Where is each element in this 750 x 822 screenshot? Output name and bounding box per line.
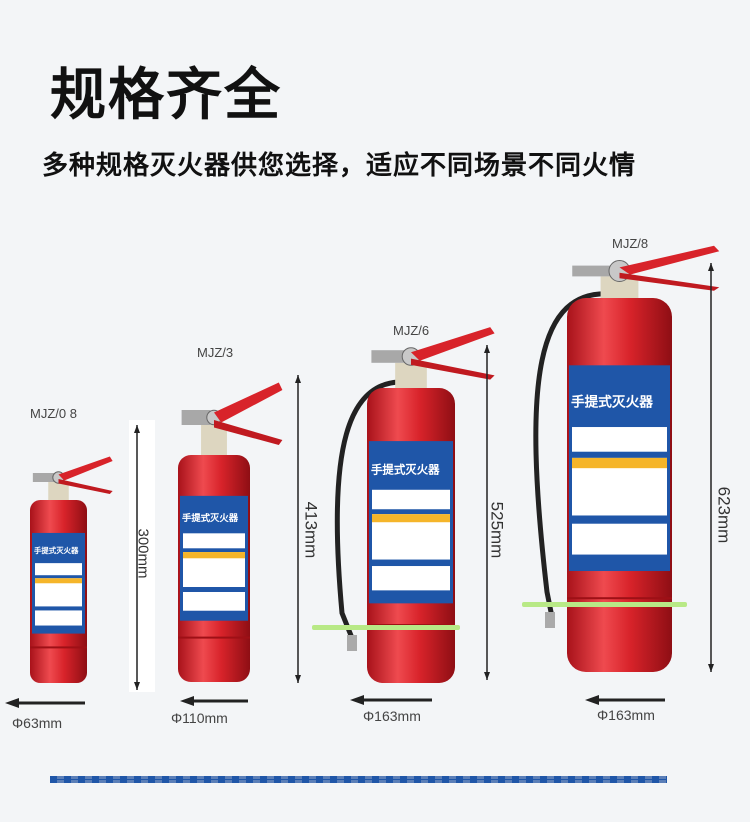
handle-grip-1 [58,479,113,494]
arrow-down-icon [484,672,490,680]
label-title-1: 手提式灭火器 [34,545,79,555]
handle-lever-2 [214,382,283,423]
dashed-divider [50,776,667,783]
neck-2 [201,425,227,459]
arrow-up-icon [134,425,140,433]
hose-4 [533,291,613,618]
label-info-2 [183,533,245,549]
hose-3 [334,379,408,639]
arrow-up-icon [708,263,714,271]
model-label-3: MJZ/6 [393,323,430,338]
handle-lever-4 [619,245,720,275]
neck-1 [48,482,69,504]
arrow-left-icon [350,695,364,705]
nozzle-3 [347,635,357,651]
model-label-4: MJZ/8 [612,236,649,251]
handle-lever-3 [411,327,495,361]
arrow-down-icon [708,664,714,672]
label-usage-header-2 [183,552,245,559]
label-title-2: 手提式灭火器 [182,512,239,524]
diameter-label-4: Φ163mm [597,707,655,723]
base-ring-2 [178,636,250,639]
label-usage-header-3 [372,514,450,523]
diameter-label-1: Φ63mm [12,715,63,731]
neck-3 [395,362,427,392]
model-label-2: MJZ/3 [197,345,234,360]
height-label-2: 413mm [301,501,321,559]
model-label-1: MJZ/0 8 [30,406,77,421]
arrow-left-icon [585,695,599,705]
label-info-4 [572,427,667,452]
height-label-4: 623mm [714,486,734,544]
label-usage-header-1 [35,578,82,584]
label-warning-4 [572,523,667,555]
height-label-3: 525mm [487,501,507,559]
valve-3 [371,350,407,363]
page-title: 规格齐全 [50,63,282,128]
valve-2 [181,410,211,425]
strap-3 [312,625,460,630]
height-label-1: 300mm [134,528,152,579]
arrow-up-icon [484,345,490,353]
nozzle-4 [545,612,555,628]
handle-grip-3 [411,358,495,380]
diameter-label-3: Φ163mm [363,708,421,724]
page-subtitle: 多种规格灭火器供您选择，适应不同场景不同火情 [42,151,637,181]
label-warning-3 [372,566,450,591]
base-ring-4 [567,597,672,600]
diameter-label-2: Φ110mm [171,710,228,726]
base-ring-1 [30,646,87,649]
arrow-left-icon [5,698,19,708]
arrow-up-icon [295,375,301,383]
strap-4 [522,602,687,607]
arrow-down-icon [295,675,301,683]
arrow-left-icon [180,696,194,706]
label-info-1 [35,563,82,576]
label-warning-1 [35,610,82,626]
valve-4 [572,265,615,277]
label-usage-header-4 [572,457,667,469]
dimension-bg-1 [129,420,155,692]
label-warning-2 [183,591,245,611]
handle-grip-2 [214,420,283,445]
handle-lever-1 [58,456,113,481]
label-info-3 [372,489,450,510]
handle-grip-4 [619,272,720,291]
label-title-4: 手提式灭火器 [571,393,653,410]
valve-1 [32,473,56,482]
arrow-down-icon [134,682,140,690]
label-title-3: 手提式灭火器 [371,463,440,477]
